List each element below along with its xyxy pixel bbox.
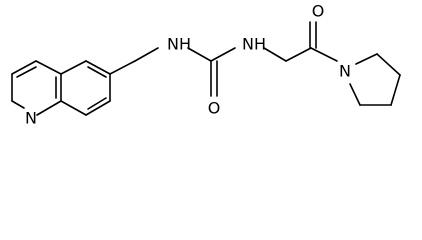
pyrrolidine-ring: N <box>339 53 401 106</box>
bond <box>263 47 287 62</box>
bond <box>60 60 87 75</box>
bond <box>134 47 159 62</box>
bond <box>285 47 312 62</box>
urea-oxygen-label: O <box>208 99 221 118</box>
urea-nh-right-label: NH <box>242 35 266 54</box>
bond <box>187 47 212 62</box>
bond <box>85 60 111 75</box>
isoquinoline-nitrogen-label: N <box>25 109 37 128</box>
bond <box>85 100 111 116</box>
bond <box>35 60 62 75</box>
bond <box>349 83 361 106</box>
bond <box>376 53 401 76</box>
bond <box>109 60 136 75</box>
bond <box>355 53 378 65</box>
bond <box>16 66 37 78</box>
urea-linker: NH O NH <box>109 35 266 118</box>
bond <box>60 100 87 116</box>
glycinamide-linker: O <box>263 2 338 62</box>
bond <box>210 47 236 62</box>
isoquinoline-ring: N <box>11 60 111 128</box>
chemical-structure: N NH O NH O N <box>11 2 401 128</box>
bond <box>11 100 25 109</box>
bond <box>87 66 107 78</box>
bond <box>310 47 338 62</box>
bond <box>390 74 401 106</box>
pyrrolidine-nitrogen-label: N <box>339 62 351 81</box>
bond <box>87 97 107 110</box>
urea-nh-left-label: NH <box>167 35 191 54</box>
bond <box>36 100 62 116</box>
bond <box>11 60 37 75</box>
ketone-oxygen-label: O <box>312 2 325 21</box>
